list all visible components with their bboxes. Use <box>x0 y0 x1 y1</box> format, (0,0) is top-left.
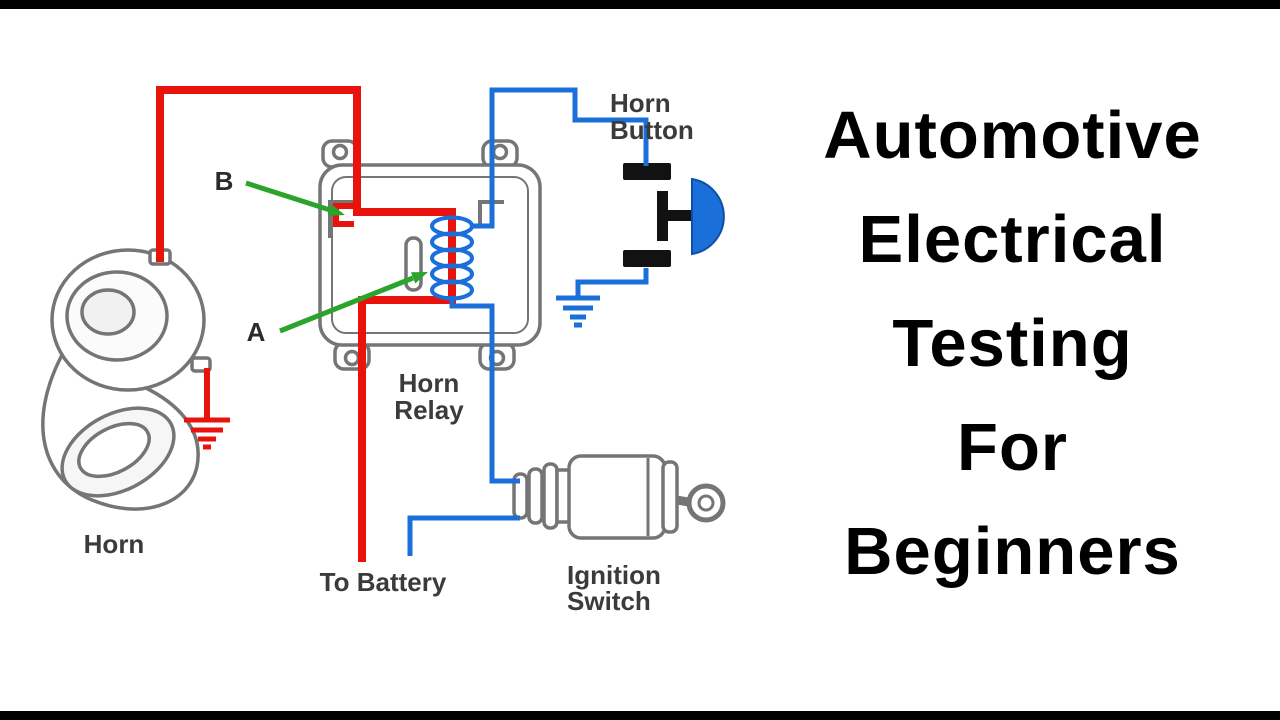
wire-relay-to-button <box>472 87 649 229</box>
wire-ignition-feed-stub <box>407 515 520 556</box>
ignition-switch-illustration <box>512 454 726 540</box>
label-ignition-line1: Ignition <box>567 560 661 590</box>
label-ignition-line2: Switch <box>567 586 651 616</box>
horn-button-illustration <box>623 163 725 267</box>
button-contact-lower <box>623 250 671 267</box>
ignition-end-cap <box>661 460 679 534</box>
ignition-ridge-2 <box>527 467 544 525</box>
horn-ground-symbol <box>184 417 230 450</box>
horn-bell-opening-inner <box>77 421 151 479</box>
label-horn-relay-line2: Relay <box>394 395 464 425</box>
title-line-2: Electrical <box>858 202 1167 277</box>
horn-dome-center <box>80 288 136 336</box>
label-horn: Horn <box>84 529 145 559</box>
relay-bracket-right <box>478 200 504 224</box>
title-line-3: Testing <box>892 306 1133 381</box>
wire-relay-to-ignition <box>449 296 520 484</box>
relay-hole-top-left <box>331 143 349 161</box>
letterbox-bar-top <box>0 0 1280 9</box>
button-plunger-stem <box>668 210 692 221</box>
button-contact-upper <box>623 163 671 180</box>
button-ground-symbol <box>556 295 600 328</box>
arrow-a-shaft <box>279 275 414 334</box>
horn-terminal-side <box>190 356 212 373</box>
arrow-b-head <box>327 204 345 216</box>
arrow-a-head <box>410 272 428 284</box>
button-cap <box>691 177 725 256</box>
label-terminal-a: A <box>247 317 266 347</box>
relay-bracket-left <box>328 200 360 238</box>
relay-hole-top-right <box>491 143 509 161</box>
pointer-arrows <box>245 180 428 334</box>
title-line-5: Beginners <box>844 514 1181 589</box>
arrow-b-shaft <box>245 180 331 213</box>
button-plunger-bar <box>657 191 668 241</box>
ignition-body <box>567 454 667 540</box>
label-horn-button-line1: Horn <box>610 88 671 118</box>
letterbox-bar-bottom <box>0 711 1280 720</box>
control-wiring-blue <box>407 87 649 556</box>
horn-illustration <box>41 248 212 511</box>
ignition-ridge-3 <box>542 462 559 530</box>
label-terminal-b: B <box>215 166 234 196</box>
label-horn-button-line2: Button <box>610 115 694 145</box>
title-panel: Automotive Electrical Testing For Beginn… <box>760 84 1265 604</box>
relay-coil <box>430 215 475 301</box>
wire-battery-to-horn <box>156 86 456 562</box>
wire-button-to-ground <box>575 268 649 296</box>
relay-hole-bottom-left <box>343 349 361 367</box>
label-to-battery: To Battery <box>320 567 447 597</box>
relay-case-inner-rim <box>331 176 529 334</box>
title-line-1: Automotive <box>823 98 1202 173</box>
label-horn-relay-line1: Horn <box>399 368 460 398</box>
title-line-4: For <box>957 410 1068 485</box>
ignition-ridge-1 <box>512 472 529 520</box>
key-bow-hole <box>697 494 715 512</box>
